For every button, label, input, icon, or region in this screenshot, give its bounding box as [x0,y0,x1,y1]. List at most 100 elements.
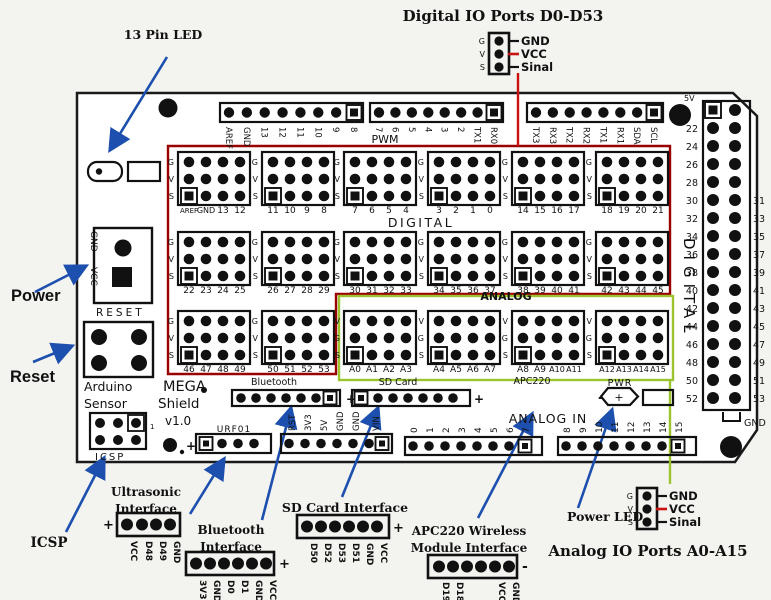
pin [517,173,529,185]
top-header-pin-label: 10 [312,127,322,138]
pin [534,253,546,265]
pin [707,374,719,386]
pin [383,173,395,185]
pin-row-key: G [334,334,340,343]
pin [484,270,496,282]
pin [467,156,479,168]
icsp-pin [95,435,105,445]
pin-square-core [650,108,658,117]
gvs-key: G [479,37,485,46]
pin-block-label: 53 [318,365,329,375]
arrow-ultrasonic [188,456,226,515]
pin [251,393,261,403]
right-header-num: 49 [753,358,765,369]
pin [267,315,279,327]
pin [183,332,195,344]
pin [467,332,479,344]
arrow-power-led [576,406,617,509]
pin-block-label: 13 [217,206,228,216]
pin-block-label: 49 [234,365,246,375]
pin [551,236,563,248]
pin [517,253,529,265]
right-header-num: 50 [686,376,698,387]
pin [218,557,230,570]
top-header-pin-label: 2 [455,127,465,132]
pin [383,236,395,248]
icsp-pin [131,418,141,428]
pin-block-label: 1 [470,206,476,216]
pin-row-key: G [502,334,508,343]
pin [366,236,378,248]
pin-block-label: A11 [566,365,582,374]
pin [642,491,652,501]
top-header-pin-label: 13 [259,127,269,138]
arrow-apc220 [476,410,534,519]
pin-row-key: V [503,317,509,326]
pin [217,270,229,282]
digital-frame [166,144,672,376]
board-pwr-plus: + [614,391,623,404]
pin [635,173,647,185]
board-sensor: Sensor [84,396,128,411]
pin [729,104,741,116]
callout-13pin-led: 13 Pin LED [124,27,203,42]
pin-block-label: A1 [366,365,378,375]
connector-pin-label: D50 [308,543,318,563]
pin [707,284,719,296]
pin [601,332,613,344]
pin [348,438,358,449]
pin [534,190,546,202]
bluetooth-header [230,388,342,408]
pin [534,236,546,248]
pin [266,393,276,403]
board-arduino: Arduino [84,379,132,394]
icsp-pin [113,418,123,428]
pwr-led-pad [641,388,675,407]
pin-row-key: S [335,272,340,281]
pin [484,190,496,202]
pin [641,441,651,451]
pin [467,190,479,202]
pin-block [510,230,586,287]
header-pin-label: VIN [372,416,382,431]
right-header-num: 46 [686,340,698,351]
pin-row-key: S [169,192,174,201]
board-digital-label: DIGITAL [388,215,454,230]
pin [504,441,514,451]
pin-block-label: 0 [487,206,493,216]
pin [568,173,580,185]
pin [450,332,462,344]
pin-square-core [350,108,358,117]
pin [234,253,246,265]
pin-block-label: 45 [652,286,663,296]
pin [433,173,445,185]
pin [318,173,330,185]
pin [561,441,571,451]
pin [635,156,647,168]
header-pin-label: 9 [579,427,589,433]
pin-block-label: A2 [383,365,395,375]
pin-square-core [350,271,360,281]
pin-square [704,101,722,119]
pin-block [260,230,336,287]
callout-apc220-1: APC220 Wireless [411,524,527,538]
pin [364,438,374,449]
pin-block-label: 28 [301,286,313,296]
pin [349,236,361,248]
pin [729,212,741,224]
pin [217,438,227,449]
connector-pin-label: 3V3 [197,580,207,600]
pin-row-key: V [587,175,593,184]
pin [400,253,412,265]
pin [635,332,647,344]
reset-button-pin [91,329,107,345]
pin-square-core [434,191,444,201]
right-header-num: 24 [686,142,698,153]
pin-block [426,309,502,366]
pin-square [198,436,214,451]
pin [366,190,378,202]
pin [267,253,279,265]
pin-row-key: S [587,272,592,281]
pin [517,315,529,327]
led-13 [86,160,124,183]
